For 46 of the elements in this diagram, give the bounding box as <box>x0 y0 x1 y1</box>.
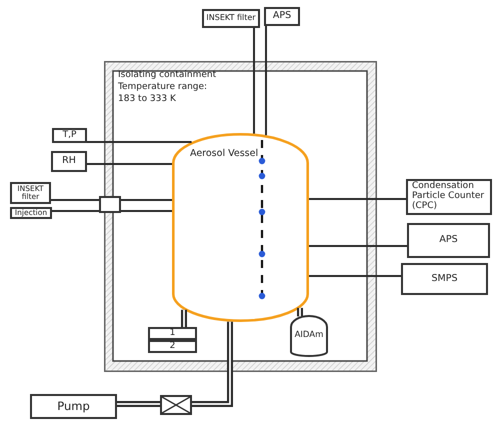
sensor-box <box>51 151 87 172</box>
box-label: INSEKT filter <box>206 14 256 23</box>
containment-title: Isolating containment <box>118 70 216 82</box>
box-label: 2 <box>170 342 176 352</box>
box-label: T,P <box>62 130 76 140</box>
connecting-line <box>121 199 172 201</box>
filter-box <box>10 182 51 204</box>
instrument-box <box>401 263 488 295</box>
instrument-box <box>264 7 300 26</box>
pipe-line <box>192 322 233 407</box>
vessel-label: Aerosol Vessel <box>190 148 258 160</box>
box-label: Condensation Particle Counter (CPC) <box>412 182 486 212</box>
connecting-line <box>309 198 406 200</box>
sensor-box <box>52 128 87 143</box>
connecting-line <box>121 210 172 212</box>
pipe-line <box>181 310 187 327</box>
connecting-line <box>253 28 255 134</box>
connecting-line <box>87 163 172 165</box>
connecting-line <box>309 275 401 277</box>
box-label: RH <box>62 156 76 167</box>
vessel-outline <box>172 133 309 322</box>
valve-symbol <box>160 395 192 415</box>
connecting-line <box>87 141 192 143</box>
fitting-square <box>99 196 121 213</box>
connecting-line <box>265 26 267 136</box>
instrument-box <box>407 223 490 258</box>
connecting-line <box>51 199 99 201</box>
containment-wall <box>104 61 377 372</box>
instrument-box <box>406 179 492 215</box>
box-label: Pump <box>57 400 90 413</box>
box-label: APS <box>439 235 458 246</box>
box-label: AIDAm <box>294 331 324 341</box>
box-label: SMPS <box>432 274 458 284</box>
box-label: 1 <box>170 328 176 338</box>
temperature-note: Temperature range: 183 to 333 K <box>118 82 208 106</box>
small-vessel-outline <box>290 315 328 357</box>
pipe-line <box>297 308 303 316</box>
instrument-box <box>148 340 197 353</box>
filter-box <box>202 9 260 28</box>
box-label: APS <box>272 11 292 22</box>
instrument-box <box>148 327 197 340</box>
pipe-line <box>117 401 160 407</box>
connecting-line <box>309 245 407 247</box>
injection-box <box>10 207 52 219</box>
connecting-line <box>52 210 99 212</box>
pump-box <box>30 394 117 419</box>
